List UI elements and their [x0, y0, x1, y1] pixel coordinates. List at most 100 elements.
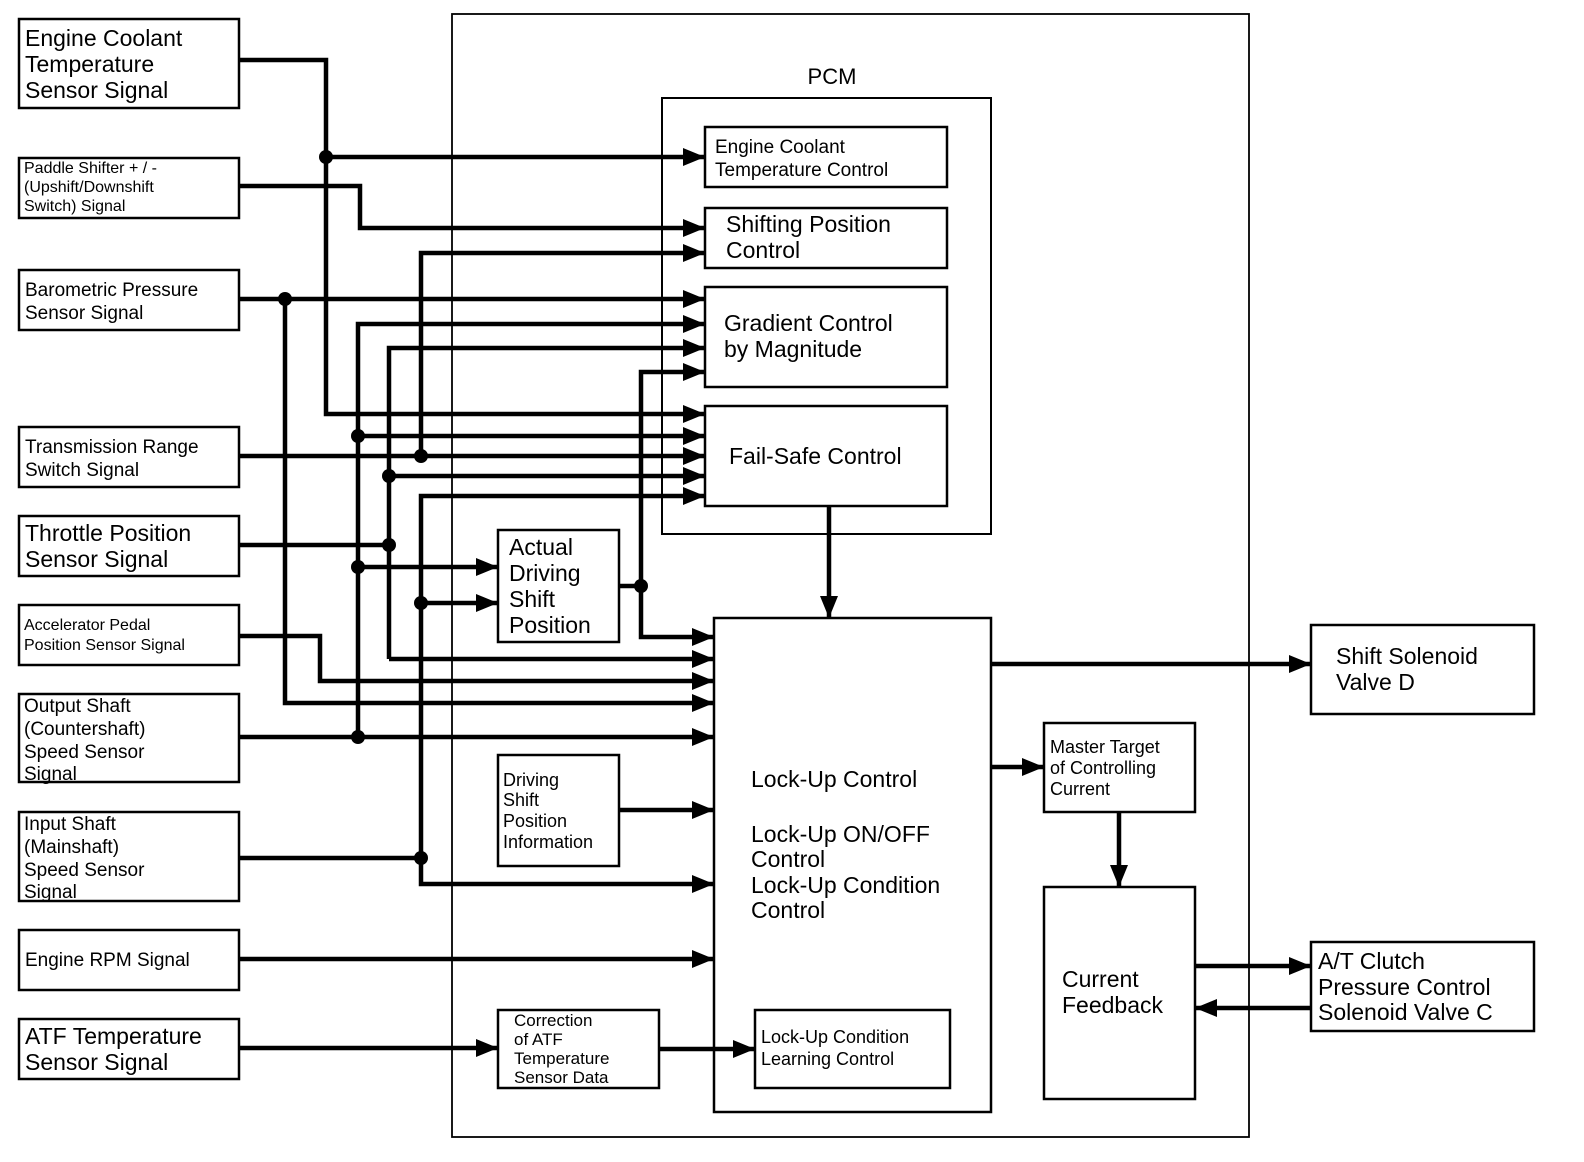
input-ect-label: Engine Coolant Temperature Sensor Signal — [25, 25, 189, 103]
arrowhead-icon — [1289, 957, 1311, 975]
junction-dots — [278, 150, 648, 865]
input-output-shaft-speed: Output Shaft (Countershaft) Speed Sensor… — [17, 692, 241, 785]
input-throttle-position: Throttle Position Sensor Signal — [17, 514, 241, 578]
junction-dot — [351, 560, 365, 574]
wire-paddle — [239, 183, 705, 231]
block-master-target-current-label: Master Target of Controlling Current — [1050, 737, 1165, 799]
junction-dot — [414, 851, 428, 865]
junction-dot — [414, 449, 428, 463]
input-accelerator-pedal: Accelerator Pedal Position Sensor Signal — [17, 603, 241, 667]
arrowhead-icon — [683, 148, 705, 166]
wire-actual-to-gradient-lockup — [638, 369, 714, 640]
block-current-feedback: Current Feedback — [1042, 885, 1197, 1101]
wire-ect — [239, 57, 705, 417]
input-atf-temperature-label: ATF Temperature Sensor Signal — [25, 1023, 208, 1075]
signal-arrows — [476, 148, 1311, 1058]
input-paddle-shifter-label: Paddle Shifter + / - (Upshift/Downshift … — [24, 160, 161, 215]
arrowhead-icon — [683, 467, 705, 485]
junction-dot — [634, 579, 648, 593]
output-atc-pressure-solenoid-c: A/T Clutch Pressure Control Solenoid Val… — [1309, 940, 1536, 1033]
arrowhead-icon — [1022, 758, 1044, 776]
input-output-shaft-speed-label: Output Shaft (Countershaft) Speed Sensor… — [24, 696, 151, 785]
output-shift-solenoid-d: Shift Solenoid Valve D — [1309, 623, 1536, 716]
input-atf-temperature: ATF Temperature Sensor Signal — [17, 1017, 241, 1081]
wire-baro-to-lockup — [282, 299, 714, 706]
input-transmission-range-label: Transmission Range Switch Signal — [25, 437, 204, 481]
input-input-shaft-speed-label: Input Shaft (Mainshaft) Speed Sensor Sig… — [24, 814, 150, 903]
block-lockup-learning: Lock-Up Condition Learning Control — [753, 1008, 952, 1090]
input-ect: Engine Coolant Temperature Sensor Signal — [17, 17, 241, 110]
block-fail-safe-control: Fail-Safe Control — [703, 404, 949, 508]
arrowhead-icon — [683, 290, 705, 308]
arrowhead-icon — [1110, 865, 1128, 887]
arrowhead-icon — [692, 950, 714, 968]
arrowhead-icon — [476, 558, 498, 576]
output-atc-pressure-solenoid-c-label: A/T Clutch Pressure Control Solenoid Val… — [1318, 948, 1497, 1025]
arrowhead-icon — [692, 650, 714, 668]
block-driving-shift-position-info: Driving Shift Position Information — [496, 753, 621, 868]
block-actual-driving-shift-position: Actual Driving Shift Position — [496, 528, 621, 644]
junction-dot — [351, 429, 365, 443]
arrowhead-icon — [692, 875, 714, 893]
input-transmission-range: Transmission Range Switch Signal — [17, 425, 241, 489]
input-accelerator-pedal-label: Accelerator Pedal Position Sensor Signal — [24, 617, 185, 654]
pcm-inner-frame — [661, 97, 992, 535]
pcm-label: PCM — [808, 64, 857, 89]
block-gradient-control: Gradient Control by Magnitude — [703, 285, 949, 389]
block-lockup-learning-label: Lock-Up Condition Learning Control — [761, 1027, 914, 1069]
arrowhead-icon — [683, 315, 705, 333]
arrowhead-icon — [683, 427, 705, 445]
output-shift-solenoid-d-label: Shift Solenoid Valve D — [1336, 643, 1484, 695]
arrowhead-icon — [733, 1040, 755, 1058]
junction-dot — [351, 730, 365, 744]
wire-iss — [239, 855, 714, 887]
wire-tps-to-gradient — [386, 345, 705, 659]
block-shift-position-control-label: Shifting Position Control — [726, 211, 897, 263]
junction-dot — [414, 596, 428, 610]
block-ect-control-label: Engine Coolant Temperature Control — [715, 137, 888, 181]
arrowhead-icon — [692, 672, 714, 690]
wire-trs-to-shift — [418, 250, 705, 456]
arrowhead-icon — [683, 339, 705, 357]
input-engine-rpm-label: Engine RPM Signal — [25, 950, 190, 971]
input-barometric-label: Barometric Pressure Sensor Signal — [25, 280, 203, 324]
wire-oss-to-gradient — [355, 321, 705, 737]
junction-dot — [319, 150, 333, 164]
arrowhead-icon — [683, 244, 705, 262]
arrowhead-icon — [820, 596, 838, 618]
arrowhead-icon — [683, 405, 705, 423]
arrowhead-icon — [683, 447, 705, 465]
block-current-feedback-label: Current Feedback — [1062, 966, 1164, 1018]
arrowhead-icon — [683, 487, 705, 505]
arrowhead-icon — [476, 1039, 498, 1057]
junction-dot — [278, 292, 292, 306]
input-throttle-position-label: Throttle Position Sensor Signal — [25, 520, 198, 572]
block-ect-control: Engine Coolant Temperature Control — [703, 125, 949, 189]
arrowhead-icon — [692, 728, 714, 746]
arrowhead-icon — [692, 801, 714, 819]
block-fail-safe-control-label: Fail-Safe Control — [729, 443, 902, 469]
arrowhead-icon — [1289, 655, 1311, 673]
block-lockup-control-label: Lock-Up Control Lock-Up ON/OFF Control L… — [751, 766, 947, 923]
block-atf-correction-label: Correction of ATF Temperature Sensor Dat… — [514, 1011, 614, 1087]
junction-dot — [382, 538, 396, 552]
block-driving-shift-position-info-label: Driving Shift Position Information — [503, 770, 593, 852]
block-master-target-current: Master Target of Controlling Current — [1042, 721, 1197, 814]
input-barometric: Barometric Pressure Sensor Signal — [17, 268, 241, 332]
input-engine-rpm: Engine RPM Signal — [17, 928, 241, 992]
arrowhead-icon — [692, 694, 714, 712]
block-atf-correction: Correction of ATF Temperature Sensor Dat… — [496, 1008, 661, 1090]
arrowhead-icon — [683, 219, 705, 237]
block-shift-position-control: Shifting Position Control — [703, 206, 949, 270]
arrowhead-icon — [683, 363, 705, 381]
wire-apps — [239, 633, 714, 684]
pcm-frame — [451, 13, 1250, 1138]
arrowhead-icon — [476, 594, 498, 612]
block-gradient-control-label: Gradient Control by Magnitude — [724, 310, 899, 362]
block-actual-driving-shift-position-label: Actual Driving Shift Position — [509, 534, 591, 638]
input-paddle-shifter: Paddle Shifter + / - (Upshift/Downshift … — [17, 156, 241, 220]
arrowhead-icon — [692, 628, 714, 646]
arrowhead-icon — [1195, 999, 1217, 1017]
input-input-shaft-speed: Input Shaft (Mainshaft) Speed Sensor Sig… — [17, 810, 241, 903]
